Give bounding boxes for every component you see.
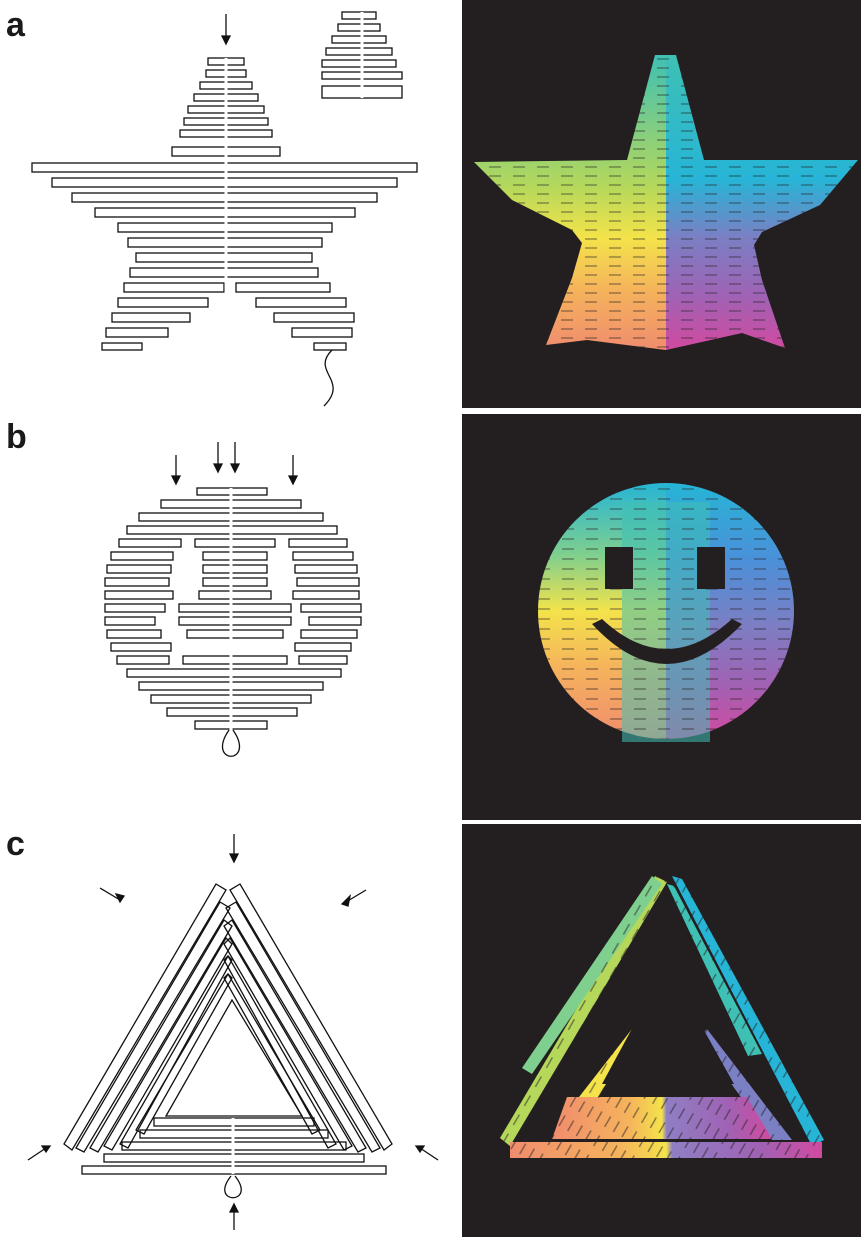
star-render	[462, 0, 861, 408]
arrow-icon	[170, 442, 299, 486]
smiley-schematic	[95, 440, 375, 785]
panel-label-c: c	[6, 825, 25, 863]
panel-label-b: b	[6, 418, 27, 456]
smiley-render	[462, 414, 861, 820]
panel-label-a: a	[6, 6, 25, 44]
triangle-schematic	[20, 830, 450, 1235]
star-color-fill	[474, 55, 858, 350]
smiley-color-fill	[538, 483, 794, 742]
smiley-strand-path	[104, 487, 362, 757]
star-tip-inset	[321, 11, 403, 99]
triangle-color-fill	[500, 876, 824, 1158]
star-strand-path	[31, 14, 418, 407]
arrow-icon	[27, 834, 439, 1230]
triangle-strand-path	[63, 883, 393, 1199]
star-schematic	[20, 0, 440, 410]
triangle-render	[462, 824, 861, 1237]
